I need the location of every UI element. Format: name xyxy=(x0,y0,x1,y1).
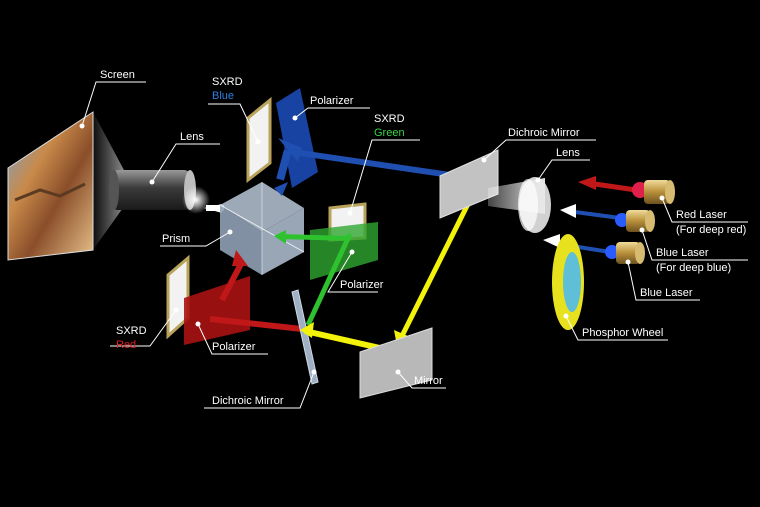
label-sxrd-red-color: Red xyxy=(116,339,136,351)
phosphor-wheel xyxy=(552,234,584,330)
label-dichroic-mirror-top-text: Dichroic Mirror xyxy=(508,127,580,139)
label-screen: Screen xyxy=(79,69,146,129)
red-laser-module xyxy=(632,180,675,204)
label-sxrd-blue-title: SXRD xyxy=(212,76,243,88)
label-dichroic-mirror-top: Dichroic Mirror xyxy=(481,127,596,163)
dichroic-mirror-top xyxy=(439,149,499,219)
blue-beam xyxy=(274,138,450,196)
green-beam xyxy=(274,230,353,327)
red-beam xyxy=(210,250,302,332)
label-sxrd-green: SXRD Green xyxy=(347,113,420,216)
polarizer-blue xyxy=(276,88,318,188)
label-mirror-text: Mirror xyxy=(414,375,443,387)
label-blue-laser-deep-line1: Blue Laser xyxy=(656,247,709,259)
label-blue-laser: Blue Laser xyxy=(625,259,700,301)
dichroic-mirror-bottom xyxy=(291,289,319,385)
label-phosphor-wheel-text: Phosphor Wheel xyxy=(582,327,663,339)
label-blue-laser-text: Blue Laser xyxy=(640,287,693,299)
condenser-lens xyxy=(518,177,551,233)
label-red-laser: Red Laser (For deep red) xyxy=(659,195,748,236)
label-polarizer-green: Polarizer xyxy=(327,249,384,293)
label-blue-laser-deep: Blue Laser (For deep blue) xyxy=(639,227,748,274)
label-sxrd-red: SXRD Red xyxy=(110,307,179,351)
label-polarizer-blue-text: Polarizer xyxy=(310,95,354,107)
label-sxrd-red-title: SXRD xyxy=(116,325,147,337)
label-sxrd-green-color: Green xyxy=(374,127,405,139)
label-polarizer-red-text: Polarizer xyxy=(212,341,256,353)
label-sxrd-blue: SXRD Blue xyxy=(208,76,261,145)
label-dichroic-mirror-bottom: Dichroic Mirror xyxy=(204,369,317,409)
label-screen-text: Screen xyxy=(100,69,135,81)
white-beam-shaft xyxy=(206,205,224,211)
label-prism-text: Prism xyxy=(162,233,190,245)
label-blue-laser-deep-line2: (For deep blue) xyxy=(656,262,731,274)
label-polarizer-blue: Polarizer xyxy=(292,95,370,121)
red-laser-beam xyxy=(578,176,637,193)
polarizer-red xyxy=(184,276,250,345)
label-sxrd-green-title: SXRD xyxy=(374,113,405,125)
label-lens-left: Lens xyxy=(149,131,220,185)
label-polarizer-red: Polarizer xyxy=(195,321,268,355)
deep-blue-laser-beam xyxy=(560,204,621,220)
label-lens-right-text: Lens xyxy=(556,147,580,159)
deep-blue-laser-module xyxy=(615,210,655,232)
label-polarizer-green-text: Polarizer xyxy=(340,279,384,291)
blue-laser-module xyxy=(605,242,645,264)
label-prism: Prism xyxy=(160,229,233,247)
label-lens-right: Lens xyxy=(535,147,590,183)
mirror xyxy=(359,327,433,399)
label-red-laser-line2: (For deep red) xyxy=(676,224,746,236)
prism xyxy=(219,182,305,275)
projection-lens xyxy=(109,170,210,214)
label-lens-left-text: Lens xyxy=(180,131,204,143)
screen xyxy=(7,111,125,261)
label-mirror: Mirror xyxy=(395,369,446,389)
label-sxrd-blue-color: Blue xyxy=(212,90,234,102)
label-red-laser-line1: Red Laser xyxy=(676,209,727,221)
label-phosphor-wheel: Phosphor Wheel xyxy=(563,313,668,341)
label-dichroic-mirror-bottom-text: Dichroic Mirror xyxy=(212,395,284,407)
